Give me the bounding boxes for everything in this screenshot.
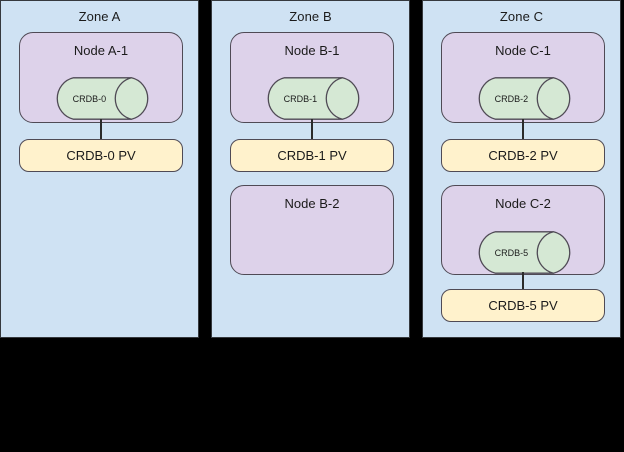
pv-crdb-1-label: CRDB-1 PV: [277, 148, 347, 163]
database-cylinder-crdb-0[interactable]: CRDB-0: [52, 77, 153, 120]
node-b-1[interactable]: Node B-1 CRDB-1: [230, 32, 394, 123]
pv-crdb-1[interactable]: CRDB-1 PV: [230, 139, 394, 172]
database-cylinder-crdb-5[interactable]: CRDB-5: [474, 231, 575, 274]
node-b-2[interactable]: Node B-2: [230, 185, 394, 275]
node-a-1[interactable]: Node A-1 CRDB-0: [19, 32, 183, 123]
connector-node-c-2-to-pv: [522, 272, 524, 292]
connector-node-c-1-to-pv: [522, 119, 524, 140]
node-a-1-label: Node A-1: [73, 43, 129, 58]
cylinder-shape: [267, 77, 360, 120]
cylinder-shape: [478, 77, 571, 120]
pv-crdb-5-label: CRDB-5 PV: [488, 298, 558, 313]
zone-c: Zone C Node C-1 CRDB-2 CRDB-2 PV Node C-…: [422, 0, 621, 338]
pv-crdb-0-label: CRDB-0 PV: [66, 148, 136, 163]
database-cylinder-crdb-1[interactable]: CRDB-1: [263, 77, 364, 120]
pv-crdb-2[interactable]: CRDB-2 PV: [441, 139, 605, 172]
database-cylinder-crdb-2[interactable]: CRDB-2: [474, 77, 575, 120]
node-c-1[interactable]: Node C-1 CRDB-2: [441, 32, 605, 123]
node-b-2-label: Node B-2: [284, 196, 340, 211]
zone-c-label: Zone C: [499, 9, 544, 24]
cylinder-shape: [478, 231, 571, 274]
zone-a: Zone A Node A-1 CRDB-0 CRDB-0 PV: [0, 0, 199, 338]
connector-node-a-1-to-pv: [100, 119, 102, 140]
zone-b-label: Zone B: [289, 9, 332, 24]
connector-node-b-1-to-pv: [311, 119, 313, 140]
node-c-2[interactable]: Node C-2 CRDB-5: [441, 185, 605, 275]
node-c-1-label: Node C-1: [495, 43, 551, 58]
node-b-1-label: Node B-1: [284, 43, 340, 58]
pv-crdb-2-label: CRDB-2 PV: [488, 148, 558, 163]
pv-crdb-5[interactable]: CRDB-5 PV: [441, 289, 605, 322]
pv-crdb-0[interactable]: CRDB-0 PV: [19, 139, 183, 172]
zone-a-label: Zone A: [78, 9, 121, 24]
zone-b: Zone B Node B-1 CRDB-1 CRDB-1 PV Node B-…: [211, 0, 410, 338]
node-c-2-label: Node C-2: [495, 196, 551, 211]
cylinder-shape: [56, 77, 149, 120]
